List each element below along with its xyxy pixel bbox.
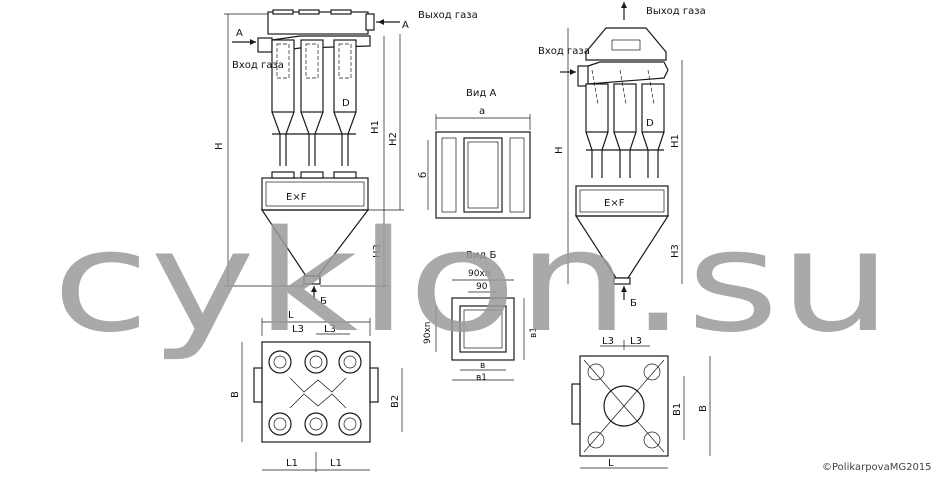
right-cyclone-plan-view <box>571 340 711 469</box>
left-cyclone-plan-view <box>241 318 403 472</box>
left-cyclone-front-view <box>224 9 404 300</box>
view-b-drawing <box>435 279 525 381</box>
view-b-title: Вид Б <box>466 250 496 261</box>
dim-h3-right: H3 <box>670 244 681 258</box>
left-arrow-a-right: А <box>402 20 409 31</box>
left-outlet-label: Выход газа <box>418 10 478 21</box>
right-outlet-label: Выход газа <box>646 6 706 17</box>
dim-h1-left: H1 <box>370 120 381 134</box>
dim-l3-left-a: L3 <box>292 324 304 335</box>
dim-l1-left-a: L1 <box>286 458 298 469</box>
view-a-title: Вид А <box>466 88 496 99</box>
left-arrow-b: Б <box>320 296 327 307</box>
dim-b-right: B <box>698 405 709 412</box>
dim-v: в <box>480 361 485 371</box>
dim-h2-left: H2 <box>388 132 399 146</box>
dim-b1-right: B1 <box>672 403 683 416</box>
dim-h-right: H <box>554 146 565 154</box>
dim-exf-left: E×F <box>286 192 307 203</box>
dim-b-view-a: б <box>418 172 429 178</box>
dim-a: a <box>479 106 485 117</box>
copyright-text: ©PolikarpovaMG2015 <box>822 462 932 473</box>
dim-l3-right-a: L3 <box>602 336 614 347</box>
dim-90-top: 90 <box>476 282 488 292</box>
watermark-text: cyklon.su <box>52 201 892 364</box>
dim-d-right: D <box>646 118 654 129</box>
dim-90xn-side: 90xn <box>423 322 433 344</box>
dim-b2-left: B2 <box>390 395 401 408</box>
dim-90xn-top: 90xn <box>468 269 490 279</box>
dim-h3-left: H3 <box>372 244 383 258</box>
dim-l3-right-b: L3 <box>630 336 642 347</box>
left-arrow-a-left: А <box>236 28 243 39</box>
dim-l-right: L <box>608 458 614 469</box>
dim-h-left: H <box>214 142 225 150</box>
right-arrow-b: Б <box>630 298 637 309</box>
dim-l3-left-b: L3 <box>324 324 336 335</box>
dim-b1-side: в1 <box>529 327 539 338</box>
dim-b-left: B <box>230 391 241 398</box>
left-inlet-label: Вход газа <box>232 60 284 71</box>
dim-exf-right: E×F <box>604 198 625 209</box>
dim-v1: в1 <box>476 373 487 383</box>
right-cyclone-front-view <box>560 2 683 300</box>
dim-d-left: D <box>342 98 350 109</box>
right-inlet-label: Вход газа <box>538 46 590 57</box>
dim-h1-right: H1 <box>670 134 681 148</box>
dim-l-left: L <box>288 310 294 321</box>
view-a-drawing <box>427 114 531 219</box>
dim-l1-left-b: L1 <box>330 458 342 469</box>
